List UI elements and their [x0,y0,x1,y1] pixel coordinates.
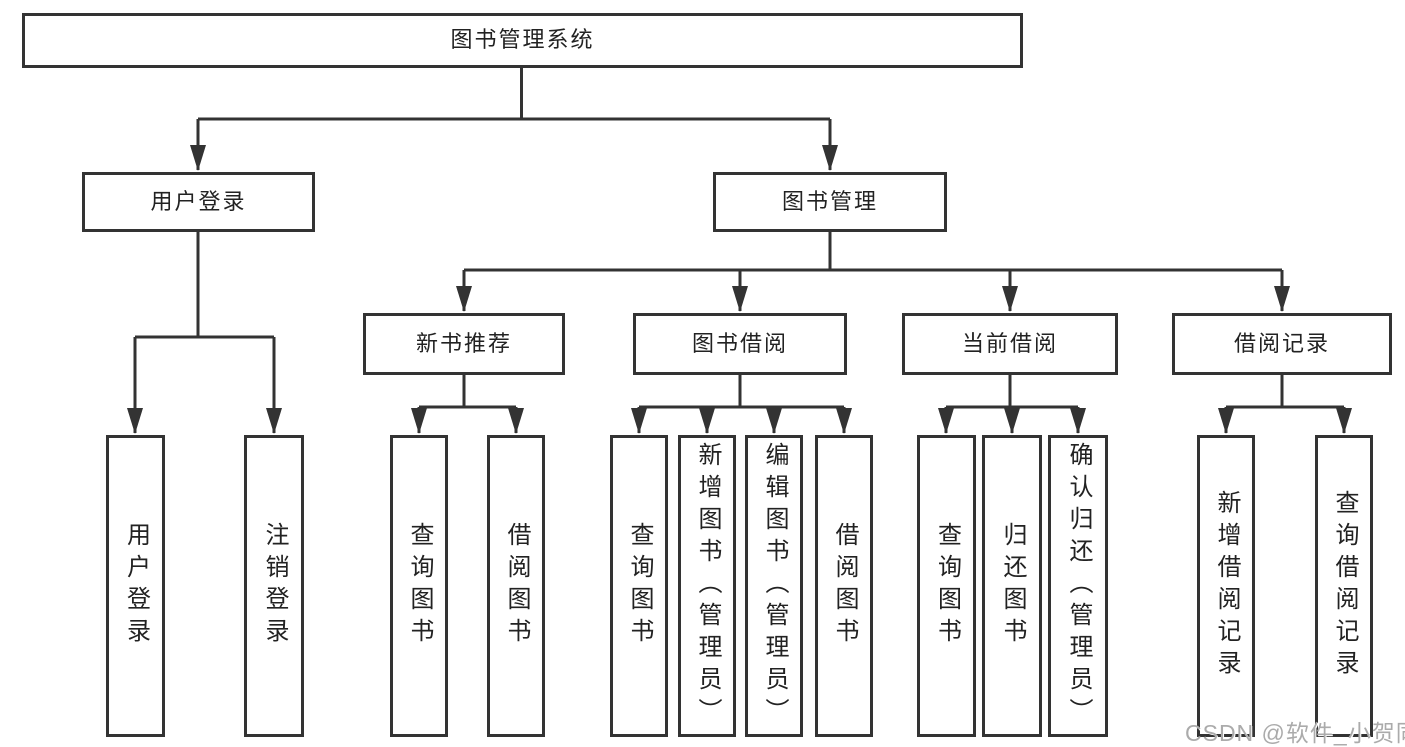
node-system-root: 图书管理系统 [22,13,1023,68]
node-label: 图书管理系统 [450,27,595,53]
node-label: 查询借阅记录 [1331,490,1358,682]
node-label: 用户登录 [150,188,247,214]
node-leaf-query-borrow-record: 查询借阅记录 [1315,435,1373,737]
node-leaf-confirm-return: 确认归还（管理员） [1048,435,1108,737]
node-leaf-add-book-admin: 新增图书（管理员） [678,435,736,737]
node-leaf-query-book-2: 查询图书 [610,435,668,737]
node-leaf-borrow-book-1: 借阅图书 [487,435,545,737]
node-leaf-return-book: 归还图书 [982,435,1042,737]
node-user-login: 用户登录 [82,172,315,232]
node-leaf-edit-book-admin: 编辑图书（管理员） [745,435,803,737]
node-label: 图书管理 [781,188,878,214]
node-label: 借阅图书 [503,522,530,650]
node-leaf-logout: 注销登录 [244,435,304,737]
node-label: 查询图书 [406,522,433,650]
node-label: 新书推荐 [415,330,512,356]
csdn-watermark: CSDN @软件_小贺同学 [1185,720,1405,746]
node-label: 查询图书 [626,522,653,650]
node-leaf-borrow-book-2: 借阅图书 [815,435,873,737]
node-label: 查询图书 [933,522,961,650]
node-book-borrow: 图书借阅 [633,313,847,375]
node-label: 借阅图书 [831,522,858,650]
node-label: 新增图书（管理员） [694,442,721,730]
node-leaf-user-login: 用户登录 [106,435,165,737]
node-borrow-records: 借阅记录 [1172,313,1392,375]
node-label: 注销登录 [261,522,288,650]
node-label: 编辑图书（管理员） [761,442,788,730]
node-leaf-query-book-3: 查询图书 [917,435,976,737]
node-label: 借阅记录 [1233,330,1330,356]
node-label: 归还图书 [999,522,1026,650]
node-new-book-recommend: 新书推荐 [363,313,565,375]
node-book-management: 图书管理 [713,172,947,232]
node-label: 用户登录 [122,522,150,650]
node-label: 当前借阅 [961,330,1058,356]
node-label: 新增借阅记录 [1213,490,1240,682]
node-leaf-query-book-1: 查询图书 [390,435,448,737]
node-label: 图书借阅 [691,330,788,356]
node-label: 确认归还（管理员） [1065,442,1092,730]
node-leaf-add-borrow-record: 新增借阅记录 [1197,435,1255,737]
node-current-borrow: 当前借阅 [902,313,1118,375]
